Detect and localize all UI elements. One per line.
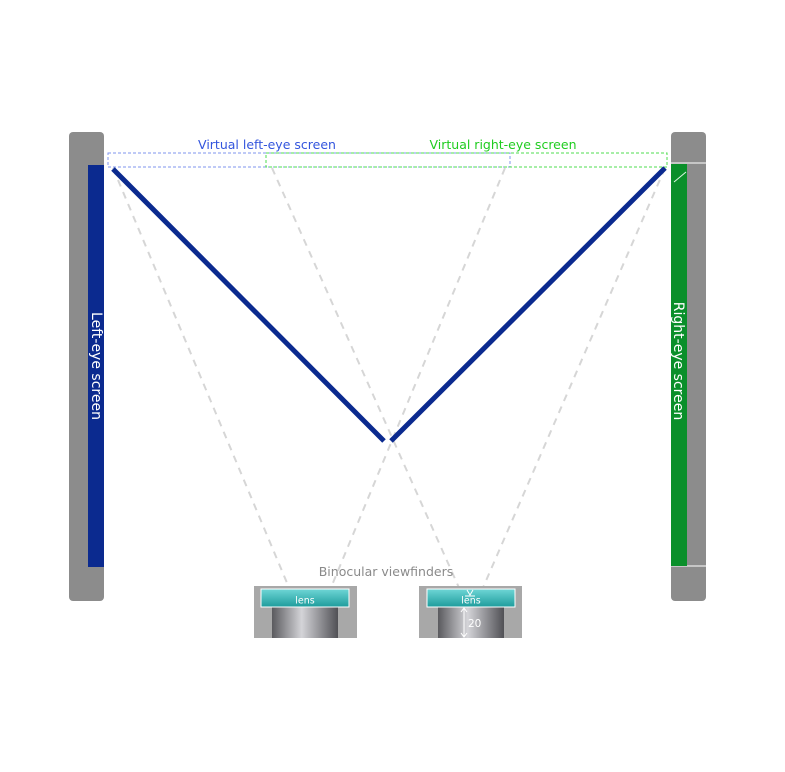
right-eye-screen-panel: Right-eye screen: [670, 132, 706, 601]
ray-left-outer: [112, 167, 291, 591]
right-eye-screen-label: Right-eye screen: [670, 302, 686, 420]
right-eye-screen: [671, 164, 687, 566]
right-lens-label: lens: [461, 596, 481, 607]
right-viewfinder-barrel: [438, 607, 504, 638]
right-mirror: [389, 166, 667, 443]
virtual-right-eye-screen: [265, 152, 668, 168]
virtual-left-eye-screen-label: Virtual left-eye screen: [198, 137, 336, 152]
right-viewfinder: lens 20: [419, 586, 522, 638]
sight-rays: [112, 167, 666, 591]
left-viewfinder-lens: [260, 588, 350, 608]
left-eye-screen-label: Left-eye screen: [88, 312, 104, 420]
left-eye-screen-panel: Left-eye screen: [69, 132, 104, 601]
right-screen-highlight: [673, 171, 687, 183]
binocular-viewfinders-label: Binocular viewfinders: [319, 564, 454, 579]
dimension-arrow: [460, 589, 475, 638]
left-eye-screen: [88, 165, 104, 567]
ray-left-inner: [329, 167, 506, 591]
dimension-value: 20: [468, 618, 481, 630]
left-viewfinder-barrel: [272, 607, 338, 638]
virtual-right-eye-screen-label: Virtual right-eye screen: [429, 137, 576, 152]
mirrors: [111, 166, 667, 443]
ray-right-outer: [481, 167, 666, 591]
left-mirror: [111, 167, 386, 443]
right-viewfinder-lens: [426, 588, 516, 608]
left-viewfinder: lens: [254, 586, 357, 638]
ray-right-inner: [271, 167, 461, 591]
left-lens-label: lens: [295, 596, 315, 607]
virtual-left-eye-screen: [107, 152, 511, 168]
